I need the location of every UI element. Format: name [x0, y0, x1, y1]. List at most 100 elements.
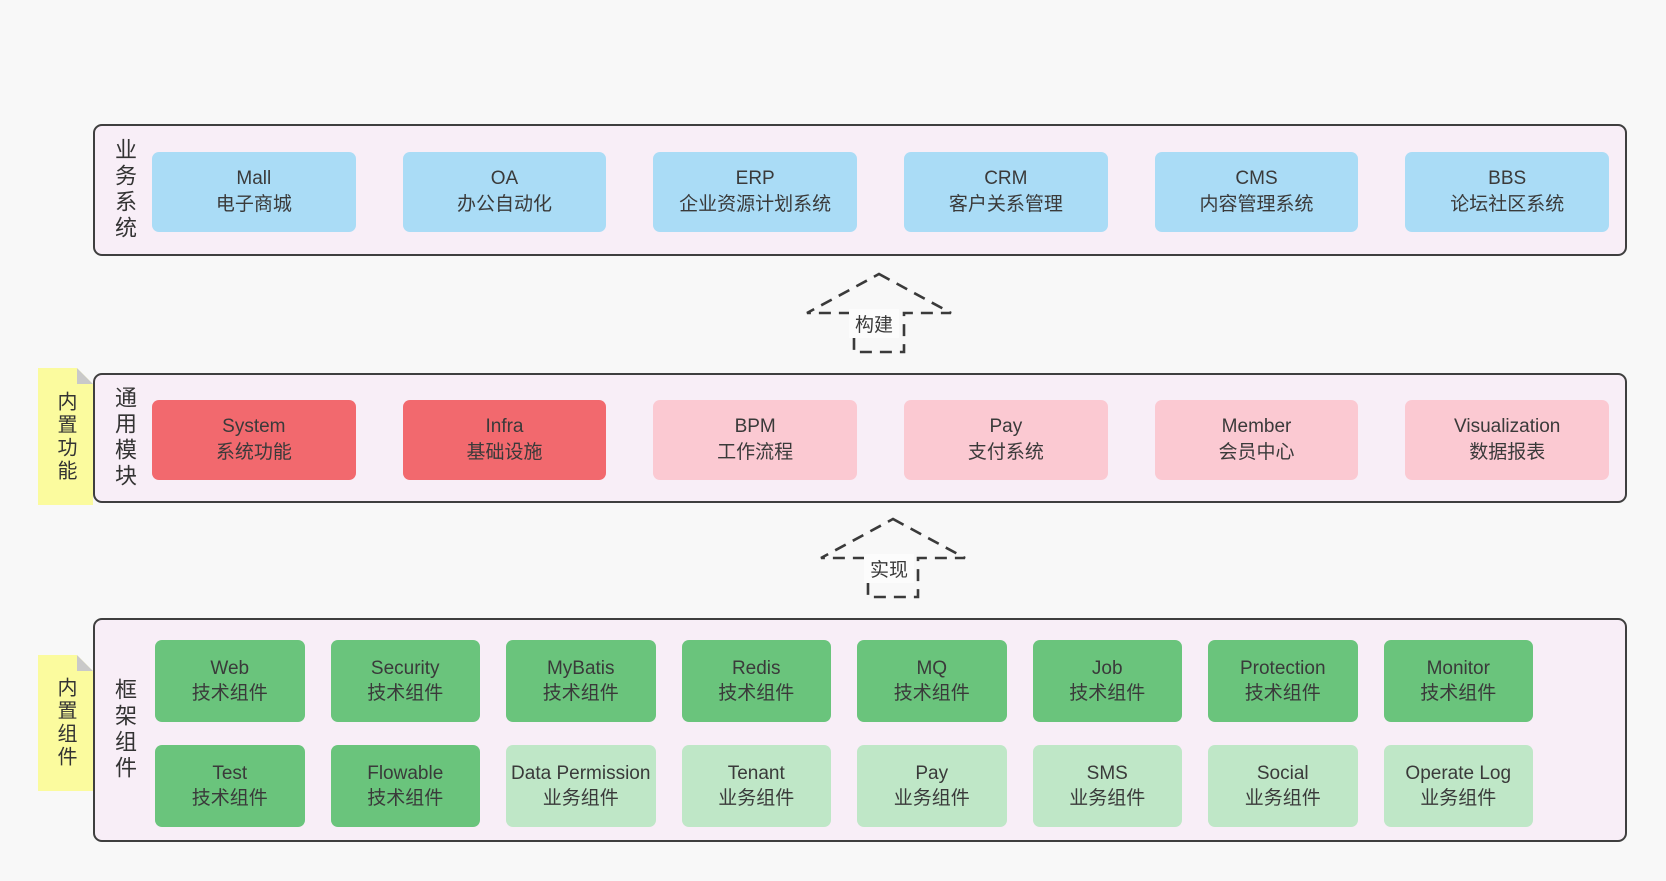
box-subtitle: 业务组件 — [542, 788, 619, 809]
arrow-outline — [820, 517, 966, 599]
box-test: Test 技术组件 — [155, 745, 305, 827]
box-subtitle: 业务组件 — [1244, 788, 1321, 809]
box-title: Tenant — [727, 763, 785, 784]
box-subtitle: 技术组件 — [718, 683, 795, 704]
folded-corner-icon — [77, 655, 93, 671]
box-title: CRM — [984, 168, 1028, 189]
box-operate-log: Operate Log 业务组件 — [1383, 745, 1533, 827]
box-web: Web 技术组件 — [155, 640, 305, 722]
dashed-up-arrow-build — [806, 272, 952, 354]
box-title: Flowable — [367, 763, 444, 784]
box-mybatis: MyBatis 技术组件 — [506, 640, 656, 722]
box-subtitle: 论坛社区系统 — [1450, 194, 1565, 215]
box-title: Monitor — [1426, 658, 1490, 679]
box-title: BBS — [1488, 168, 1527, 189]
band-common-modules: 通用模块 System 系统功能 Infra 基础设施 BPM 工作流程 Pay… — [93, 373, 1627, 503]
framework-box-row-1: Web 技术组件 Security 技术组件 MyBatis 技术组件 Redi… — [155, 640, 1533, 722]
box-subtitle: 技术组件 — [1069, 683, 1146, 704]
box-security: Security 技术组件 — [330, 640, 480, 722]
sticky-note-label: 内置功能 — [54, 390, 76, 483]
box-erp: ERP 企业资源计划系统 — [653, 152, 858, 232]
box-infra: Infra 基础设施 — [402, 400, 607, 480]
box-title: Member — [1221, 416, 1292, 437]
box-subtitle: 技术组件 — [191, 788, 268, 809]
box-visualization: Visualization 数据报表 — [1405, 400, 1610, 480]
box-subtitle: 业务组件 — [893, 788, 970, 809]
box-pay: Pay 支付系统 — [904, 400, 1108, 480]
box-title: MQ — [916, 658, 948, 679]
box-subtitle: 工作流程 — [717, 442, 794, 463]
box-pay-biz: Pay 业务组件 — [857, 745, 1007, 827]
band-label-common-modules: 通用模块 — [112, 386, 137, 490]
box-tenant: Tenant 业务组件 — [681, 745, 831, 827]
box-subtitle: 企业资源计划系统 — [679, 194, 832, 215]
box-title: ERP — [735, 168, 775, 189]
box-subtitle: 基础设施 — [466, 442, 543, 463]
box-system: System 系统功能 — [152, 400, 356, 480]
box-title: Protection — [1239, 658, 1326, 679]
band-business-systems: 业务系统 Mall 电子商城 OA 办公自动化 ERP 企业资源计划系统 CRM… — [93, 124, 1627, 256]
box-title: Security — [370, 658, 440, 679]
box-job: Job 技术组件 — [1032, 640, 1182, 722]
box-subtitle: 技术组件 — [1244, 683, 1321, 704]
box-title: Test — [212, 763, 248, 784]
arrow-outline — [806, 272, 952, 354]
modules-box-row: System 系统功能 Infra 基础设施 BPM 工作流程 Pay 支付系统… — [152, 400, 1610, 480]
box-bbs: BBS 论坛社区系统 — [1405, 152, 1610, 232]
box-title: Infra — [485, 416, 524, 437]
box-title: Visualization — [1454, 416, 1561, 437]
sticky-note-builtin-features: 内置功能 — [38, 368, 93, 505]
box-title: Operate Log — [1405, 763, 1512, 784]
box-subtitle: 业务组件 — [1069, 788, 1146, 809]
box-bpm: BPM 工作流程 — [653, 400, 858, 480]
box-subtitle: 技术组件 — [367, 683, 444, 704]
box-title: SMS — [1086, 763, 1128, 784]
box-title: Social — [1256, 763, 1309, 784]
box-protection: Protection 技术组件 — [1208, 640, 1358, 722]
band-label-framework-components: 框架组件 — [112, 678, 137, 782]
box-subtitle: 技术组件 — [1420, 683, 1497, 704]
box-title: Job — [1091, 658, 1123, 679]
sticky-note-label: 内置组件 — [54, 677, 76, 769]
box-subtitle: 电子商城 — [215, 194, 292, 215]
folded-corner-icon — [77, 368, 93, 384]
box-social: Social 业务组件 — [1208, 745, 1358, 827]
box-redis: Redis 技术组件 — [681, 640, 831, 722]
box-subtitle: 数据报表 — [1469, 442, 1546, 463]
box-title: BPM — [734, 416, 776, 437]
box-subtitle: 内容管理系统 — [1199, 194, 1314, 215]
box-title: OA — [490, 168, 519, 189]
box-title: MyBatis — [546, 658, 615, 679]
box-oa: OA 办公自动化 — [402, 152, 607, 232]
box-title: Pay — [989, 416, 1023, 437]
arrow-label-implement: 实现 — [864, 554, 915, 583]
box-title: System — [222, 416, 286, 437]
box-cms: CMS 内容管理系统 — [1154, 152, 1359, 232]
arrow-label-build: 构建 — [849, 309, 900, 338]
box-mall: Mall 电子商城 — [152, 152, 356, 232]
box-subtitle: 技术组件 — [367, 788, 444, 809]
box-mq: MQ 技术组件 — [857, 640, 1007, 722]
box-subtitle: 技术组件 — [893, 683, 970, 704]
band-label-business-systems: 业务系统 — [112, 138, 137, 242]
box-subtitle: 会员中心 — [1218, 442, 1295, 463]
band-framework-components: 框架组件 Web 技术组件 Security 技术组件 MyBatis 技术组件… — [93, 618, 1627, 842]
box-subtitle: 技术组件 — [191, 683, 268, 704]
box-subtitle: 系统功能 — [215, 442, 292, 463]
box-crm: CRM 客户关系管理 — [904, 152, 1108, 232]
box-title: Mall — [236, 168, 272, 189]
box-title: Web — [210, 658, 250, 679]
sticky-note-builtin-components: 内置组件 — [38, 655, 93, 791]
business-box-row: Mall 电子商城 OA 办公自动化 ERP 企业资源计划系统 CRM 客户关系… — [152, 152, 1610, 232]
box-sms: SMS 业务组件 — [1032, 745, 1182, 827]
box-title: Data Permission — [511, 763, 651, 784]
box-subtitle: 客户关系管理 — [948, 194, 1063, 215]
box-subtitle: 支付系统 — [967, 442, 1044, 463]
framework-box-row-2: Test 技术组件 Flowable 技术组件 Data Permission … — [155, 745, 1533, 827]
box-subtitle: 技术组件 — [542, 683, 619, 704]
box-subtitle: 办公自动化 — [457, 194, 553, 215]
box-data-permission: Data Permission 业务组件 — [506, 745, 656, 827]
box-member: Member 会员中心 — [1154, 400, 1359, 480]
box-subtitle: 业务组件 — [1420, 788, 1497, 809]
